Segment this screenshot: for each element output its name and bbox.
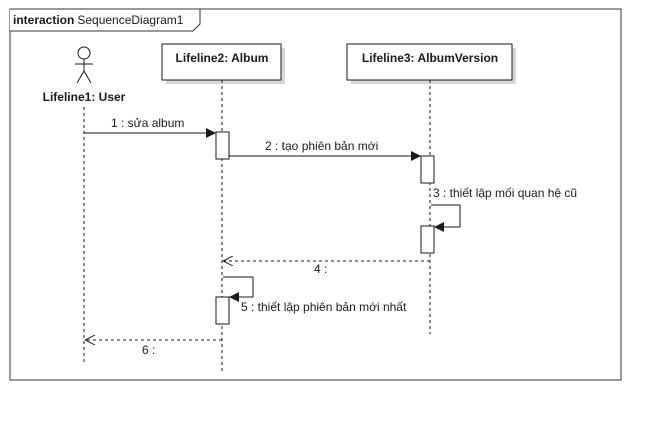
message-1[interactable]: 1 : sửa album	[84, 116, 216, 138]
message-5-arrow	[223, 276, 254, 302]
message-5-label: 5 : thiết lập phiên bản mới nhất	[241, 300, 407, 314]
lifeline-user-label: Lifeline1: User	[43, 90, 126, 104]
message-5[interactable]: 5 : thiết lập phiên bản mới nhất	[223, 276, 407, 314]
interaction-frame	[9, 8, 622, 381]
actor-icon	[75, 46, 93, 84]
message-1-label: 1 : sửa album	[111, 116, 184, 130]
activation-album-2	[215, 296, 230, 325]
lifeline-albumversion-label: Lifeline3: AlbumVersion	[362, 51, 498, 65]
message-3[interactable]: 3 : thiết lập mối quan hệ cũ	[431, 186, 577, 232]
message-6-label: 6 :	[142, 343, 155, 357]
message-4-label: 4 :	[314, 262, 327, 276]
lifeline-album-label: Lifeline2: Album	[176, 51, 269, 65]
activation-album-1	[215, 131, 230, 160]
message-6[interactable]: 6 :	[85, 340, 222, 357]
message-2-label: 2 : tạo phiên bản mới	[265, 139, 378, 153]
message-3-label: 3 : thiết lập mối quan hệ cũ	[433, 186, 577, 200]
activation-albumversion-2	[420, 225, 435, 254]
lifeline-album[interactable]: Lifeline2: Album	[161, 43, 285, 372]
lifeline-albumversion-box	[346, 43, 513, 81]
frame-keyword: interaction	[13, 13, 74, 27]
frame-name: SequenceDiagram1	[77, 13, 183, 27]
frame-label-tab	[10, 8, 201, 32]
message-3-arrow	[431, 204, 461, 232]
message-2[interactable]: 2 : tạo phiên bản mới	[229, 139, 421, 161]
lifeline-albumversion[interactable]: Lifeline3: AlbumVersion	[346, 43, 516, 334]
lifeline-user[interactable]: Lifeline1: User	[43, 46, 126, 365]
activation-albumversion-1	[420, 155, 435, 184]
message-4[interactable]: 4 :	[223, 261, 430, 276]
